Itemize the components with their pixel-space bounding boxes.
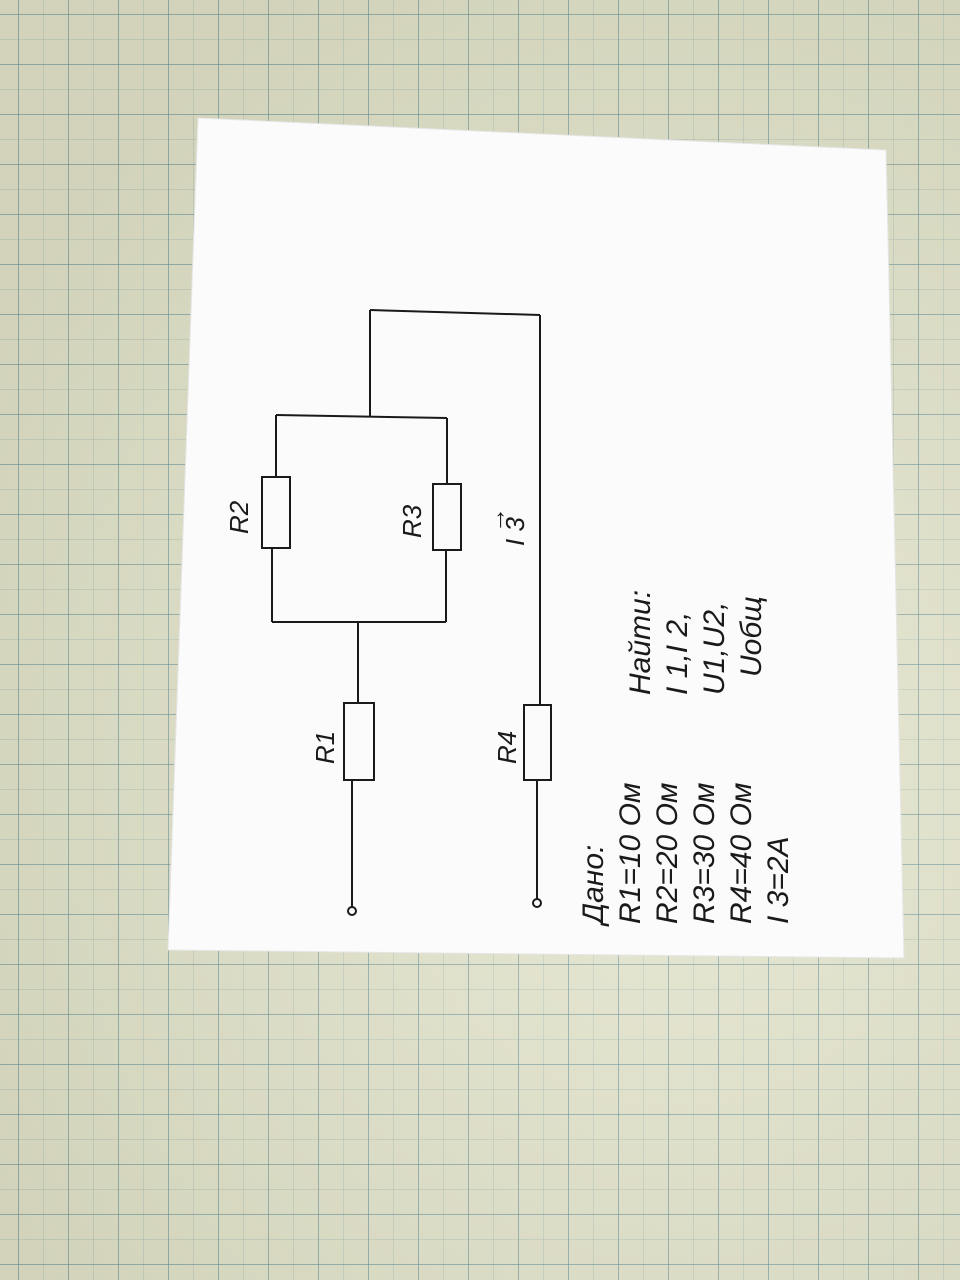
find-line-voltages: U1,U2, bbox=[698, 601, 731, 695]
given-title: Дано: bbox=[577, 844, 610, 924]
wire-top-bus bbox=[275, 414, 448, 419]
label-current-i3: I 3 bbox=[500, 517, 530, 546]
resistor-r1 bbox=[343, 702, 375, 781]
resistor-r2 bbox=[261, 476, 291, 549]
given-line-r1: R1=10 Ом bbox=[614, 782, 647, 924]
label-r4: R4 bbox=[492, 730, 522, 764]
given-line-i3: I 3=2A bbox=[762, 836, 795, 924]
given-line-r2: R2=20 Ом bbox=[651, 782, 684, 924]
terminal-2 bbox=[532, 898, 542, 908]
find-line-total-voltage: Uобщ bbox=[735, 596, 768, 677]
label-r2: R2 bbox=[224, 500, 254, 534]
given-line-r4: R4=40 Ом bbox=[725, 782, 758, 924]
resistor-r4 bbox=[523, 704, 552, 781]
wire-top-link bbox=[369, 309, 541, 316]
find-line-currents: I 1,I 2, bbox=[661, 611, 694, 695]
find-block: Найти: I 1,I 2, U1,U2, Uобщ bbox=[622, 590, 770, 695]
given-line-r3: R3=30 Ом bbox=[688, 782, 721, 924]
find-title: Найти: bbox=[624, 589, 657, 695]
label-r1: R1 bbox=[310, 730, 340, 764]
given-block: Дано: R1=10 Ом R2=20 Ом R3=30 Ом R4=40 О… bbox=[575, 783, 797, 924]
label-r3: R3 bbox=[397, 504, 427, 538]
terminal-1 bbox=[347, 906, 357, 916]
resistor-r3 bbox=[432, 483, 462, 551]
